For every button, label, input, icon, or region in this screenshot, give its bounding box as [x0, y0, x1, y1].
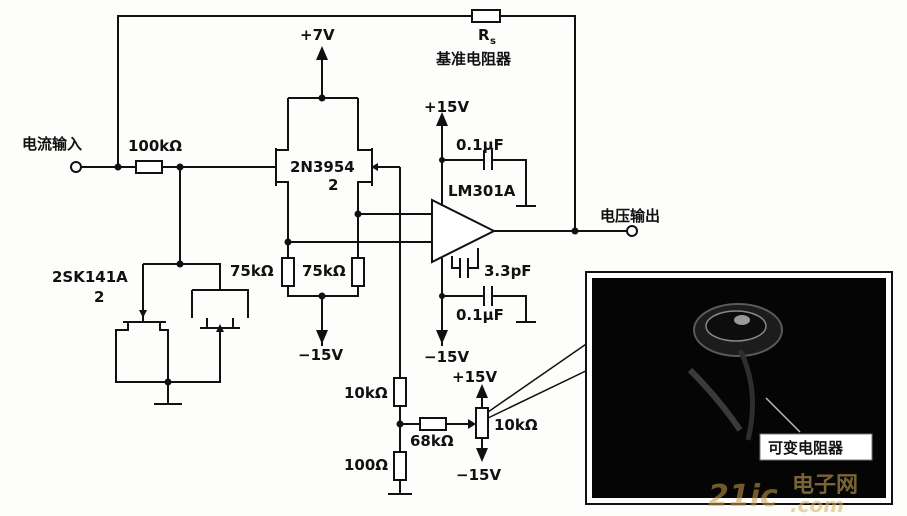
r10k-fixed-label: 10kΩ — [344, 384, 388, 402]
opamp-part-label: LM301A — [448, 182, 516, 200]
cap-bottom-label: 0.1μF — [456, 306, 504, 324]
fet-count-label: 2 — [328, 176, 338, 194]
r68k-label: 68kΩ — [410, 432, 454, 450]
cap-top-label: 0.1μF — [456, 136, 504, 154]
jfet-pair-2sk141a — [115, 167, 249, 405]
callout-line-1 — [487, 339, 593, 413]
svg-text:电子网: 电子网 — [792, 473, 858, 498]
current-input-label: 电流输入 — [22, 135, 82, 153]
reference-resistor-label: 基准电阻器 — [435, 50, 512, 68]
rs-sub-label: s — [490, 36, 496, 47]
variable-resistor-photo: 可变电阻器 — [585, 271, 893, 505]
input-resistor-100k — [135, 160, 163, 174]
voltage-output-label: 电压输出 — [600, 207, 660, 225]
plus-15v-label-1: +15V — [424, 98, 469, 116]
dual-fet-2n3954 — [268, 46, 432, 346]
svg-text:21ic: 21ic — [708, 479, 778, 514]
fet-part-label: 2N3954 — [290, 158, 355, 176]
input-terminal[interactable] — [70, 161, 82, 173]
r100-label: 100Ω — [344, 456, 388, 474]
feedback-resistor — [471, 9, 501, 23]
svg-text:.com: .com — [790, 493, 844, 516]
pot-10k-label: 10kΩ — [494, 416, 538, 434]
input-resistor-label: 100kΩ — [128, 137, 182, 155]
jfet-part-label: 2SK141A — [52, 268, 128, 286]
feedback-wire — [117, 15, 576, 232]
plus-7v-label: +7V — [300, 26, 335, 44]
op-amp-lm301a — [431, 112, 628, 346]
cap-comp-label: 3.3pF — [484, 262, 532, 280]
photo-caption-box — [759, 433, 873, 461]
jfet-count-label: 2 — [94, 288, 104, 306]
callout-line-2 — [487, 367, 593, 419]
rs-label: R — [478, 26, 490, 44]
minus-15v-label-3: −15V — [456, 466, 501, 484]
offset-trim-network — [388, 167, 489, 495]
photo-caption: 可变电阻器 — [768, 439, 844, 457]
plus-15v-label-2: +15V — [452, 368, 497, 386]
output-terminal[interactable] — [626, 225, 638, 237]
r75k-right-label: 75kΩ — [302, 262, 346, 280]
minus-15v-label-1: −15V — [298, 346, 343, 364]
minus-15v-label-2: −15V — [424, 348, 469, 366]
r75k-left-label: 75kΩ — [230, 262, 274, 280]
site-watermark-logo: 21ic 电子网 .com — [708, 473, 858, 516]
